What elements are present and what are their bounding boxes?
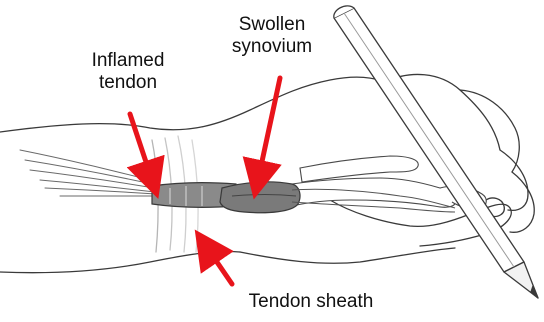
label-inflamed-line1: Inflamed — [68, 50, 188, 72]
forearm-tendon-fibers — [20, 150, 157, 196]
arrow-inflamed-tendon — [130, 114, 152, 180]
arrow-swollen-synovium — [258, 78, 280, 180]
label-swollen-synovium: Swollen synovium — [212, 14, 332, 58]
label-inflamed-tendon: Inflamed tendon — [68, 50, 188, 94]
label-inflamed-line2: tendon — [68, 72, 188, 94]
swollen-synovium — [220, 182, 300, 213]
label-swollen-line2: synovium — [212, 36, 332, 58]
pencil-icon — [334, 6, 538, 298]
label-tendon-sheath: Tendon sheath — [226, 291, 396, 313]
label-swollen-line1: Swollen — [212, 14, 332, 36]
